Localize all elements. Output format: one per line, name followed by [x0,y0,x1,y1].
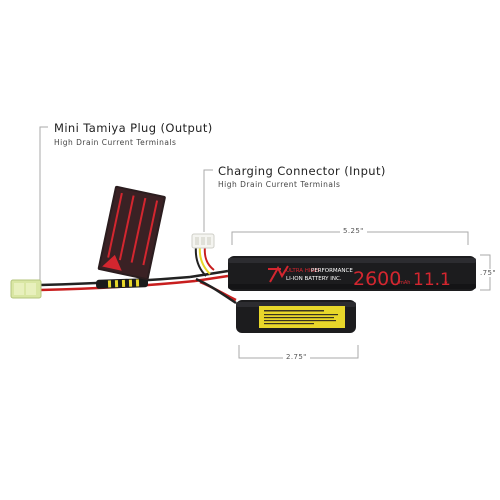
input-leader-line [203,169,213,232]
short-length-label: 2.75" [283,353,310,361]
heat-shrink-sleeve [95,278,149,289]
warning-tag [97,185,166,281]
capacity-unit: mAh [399,280,410,286]
chemistry-label: LI-ION BATTERY INC. [286,276,342,282]
long-battery-stick [228,256,476,291]
output-wires [39,269,237,305]
dimension-lines [231,231,491,359]
output-callout-title: Mini Tamiya Plug (Output) [54,121,213,135]
diameter-label: .75" [477,269,499,277]
charging-connector [191,233,215,277]
tagline-red: ULTRA HIGH [286,268,319,274]
output-leader-line [39,126,48,285]
input-callout-subtitle: High Drain Current Terminals [218,180,341,189]
capacity-value: 2600 [353,268,401,290]
mini-tamiya-connector [10,279,42,299]
voltage-value: 11.1 [413,270,451,290]
short-battery-stick [236,300,356,333]
brand-logo-icon [269,265,289,283]
voltage-unit: v [444,280,448,287]
long-length-label: 5.25" [340,227,367,235]
input-callout-title: Charging Connector (Input) [218,164,386,178]
leader-lines [39,126,213,285]
output-callout-subtitle: High Drain Current Terminals [54,138,177,147]
tagline-white: PERFORMANCE [311,268,353,274]
